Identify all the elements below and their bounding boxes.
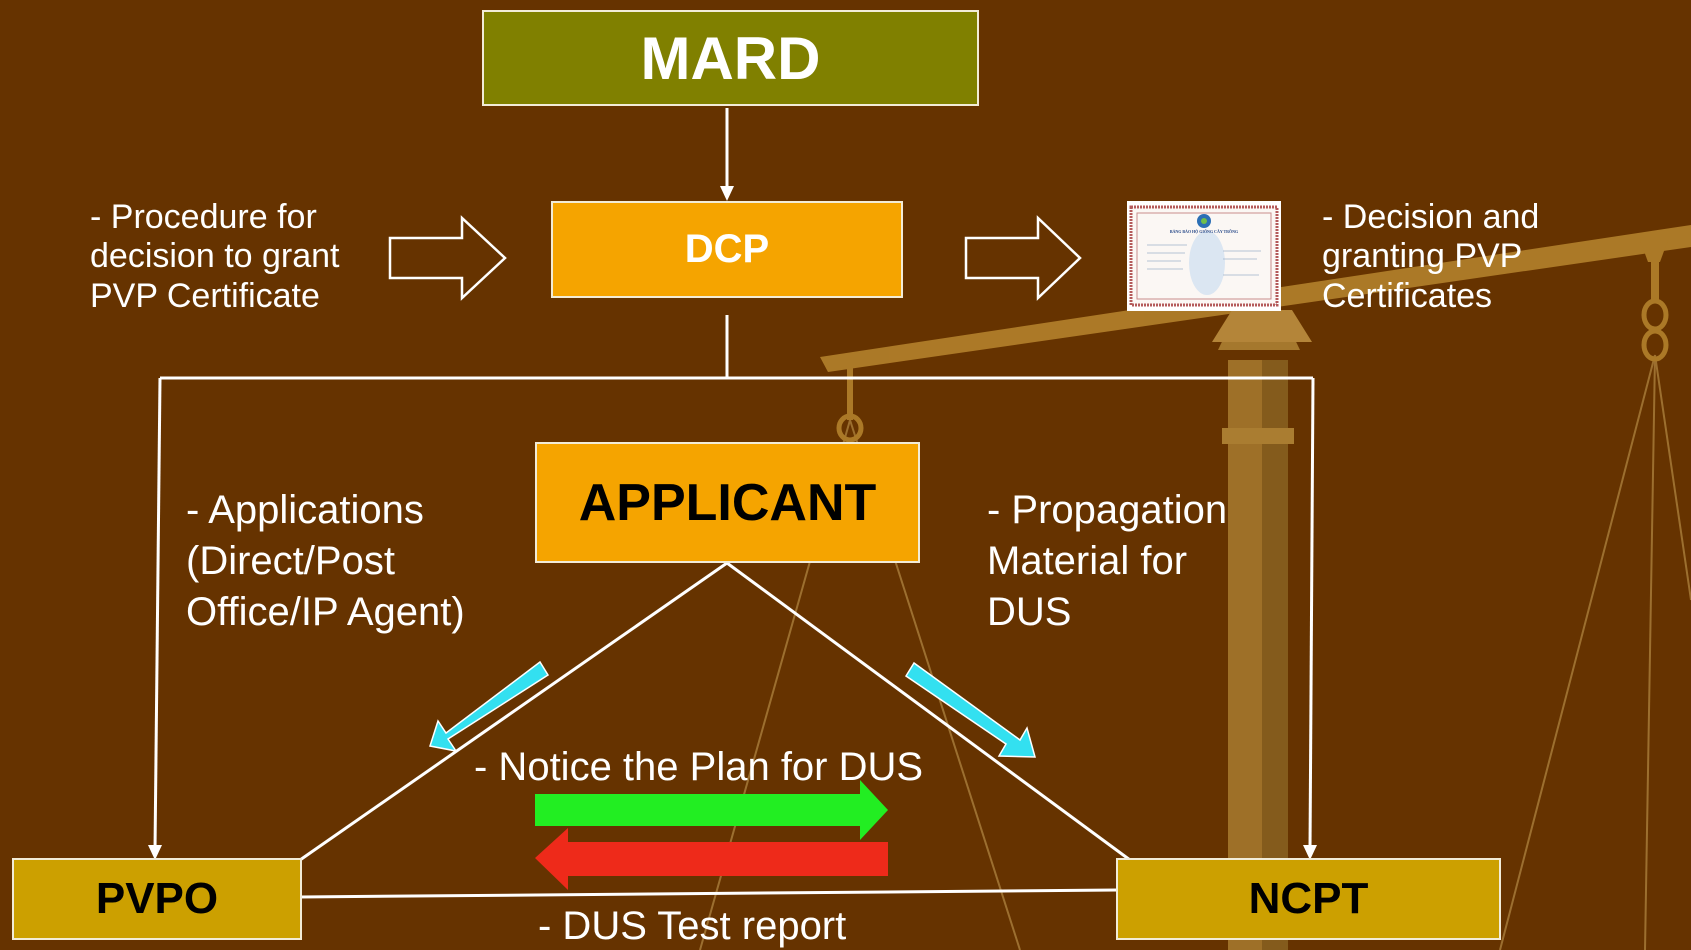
pvpo-arrowhead	[148, 845, 162, 860]
applicant-box: APPLICANT	[535, 442, 920, 563]
dcp-arrowhead	[720, 186, 734, 201]
procedure-line-3: PVP Certificate	[90, 276, 320, 315]
red-arrow-icon	[535, 828, 888, 890]
report-label: - DUS Test report	[538, 904, 847, 948]
notice-label: - Notice the Plan for DUS	[474, 745, 924, 789]
dcp-ncpt-connector	[1308, 377, 1315, 851]
decision-line-1: - Decision and	[1322, 198, 1540, 236]
applications-line-2: (Direct/Post	[186, 539, 395, 584]
procedure-arrow-icon	[388, 215, 507, 301]
certificate-title: BẢNG BẢO HỘ GIỐNG CÂY TRỒNG	[1169, 229, 1239, 234]
applications-line-3: Office/IP Agent)	[186, 590, 465, 635]
ncpt-label: NCPT	[1248, 874, 1369, 923]
mard-label: MARD	[640, 24, 821, 92]
propagation-label: - Propagation Material for DUS	[987, 485, 1227, 639]
certificate-graphic	[1129, 205, 1279, 307]
pvpo-box: PVPO	[12, 858, 302, 940]
applicant-ncpt-connector	[726, 561, 1131, 862]
applicant-pvpo-connector	[299, 561, 728, 862]
pvpo-ncpt-connector	[299, 888, 1119, 899]
decision-line-3: Certificates	[1322, 276, 1493, 315]
applicant-label: APPLICANT	[578, 473, 877, 532]
applications-label: - Applications (Direct/Post Office/IP Ag…	[186, 485, 465, 639]
mard-box: MARD	[482, 10, 979, 106]
decision-line-2: granting PVP	[1322, 237, 1523, 276]
dcp-box: DCP	[551, 201, 903, 298]
green-arrow-icon	[535, 780, 888, 840]
cyan-arrow-right-icon	[904, 661, 1036, 758]
procedure-line-2: decision to grant	[90, 237, 340, 276]
pvpo-label: PVPO	[95, 874, 219, 923]
cyan-arrow-left-icon	[429, 660, 550, 753]
decision-label: - Decision and granting PVP Certificates	[1322, 198, 1539, 316]
propagation-line-1: - Propagation	[987, 488, 1228, 532]
dcp-label: DCP	[684, 227, 770, 271]
ncpt-box: NCPT	[1116, 858, 1501, 940]
certificate-image: BẢNG BẢO HỘ GIỐNG CÂY TRỒNG	[1127, 201, 1281, 311]
ncpt-arrowhead	[1303, 845, 1317, 860]
propagation-line-3: DUS	[987, 590, 1072, 635]
procedure-label: - Procedure for decision to grant PVP Ce…	[90, 198, 340, 316]
decision-arrow-icon	[964, 215, 1082, 301]
procedure-line-1: - Procedure for	[90, 198, 317, 236]
propagation-line-2: Material for	[987, 539, 1188, 584]
dcp-pvpo-connector	[153, 377, 162, 851]
applications-line-1: - Applications	[186, 488, 424, 532]
